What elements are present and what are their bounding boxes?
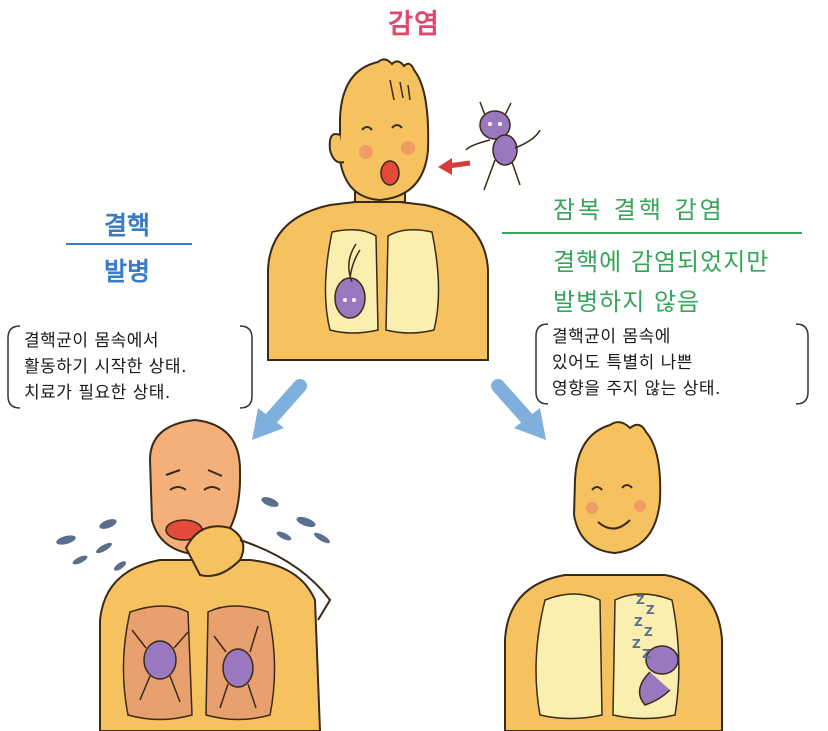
note-latent-line-1: 결핵균이 몸속에 — [552, 324, 721, 350]
sleep-z-2: Z — [646, 603, 655, 617]
note-onset-line-3: 치료가 필요한 상태. — [24, 380, 187, 406]
sleep-z-3: Z — [634, 615, 643, 629]
note-latent-line-3: 영향을 주지 않는 상태. — [552, 376, 721, 402]
note-onset: 결핵균이 몸속에서 활동하기 시작한 상태. 치료가 필요한 상태. — [24, 328, 187, 406]
red-arrow-icon — [438, 158, 452, 175]
top-person — [268, 59, 488, 360]
sleep-z-4: Z — [644, 625, 653, 639]
note-latent: 결핵균이 몸속에 있어도 특별히 나쁜 영향을 주지 않는 상태. — [552, 324, 721, 402]
note-latent-line-2: 있어도 특별히 나쁜 — [552, 350, 721, 376]
arrow-down-left-icon — [252, 386, 300, 440]
sleep-z-6: Z — [642, 647, 651, 661]
healthy-person: Z Z Z Z Z Z — [505, 422, 722, 731]
note-onset-line-2: 활동하기 시작한 상태. — [24, 354, 187, 380]
invading-germ — [466, 102, 540, 190]
arrow-down-right-icon — [498, 386, 546, 440]
sleep-z-1: Z — [636, 593, 645, 607]
sleep-z-5: Z — [632, 637, 641, 651]
note-onset-line-1: 결핵균이 몸속에서 — [24, 328, 187, 354]
sick-person — [55, 420, 331, 731]
